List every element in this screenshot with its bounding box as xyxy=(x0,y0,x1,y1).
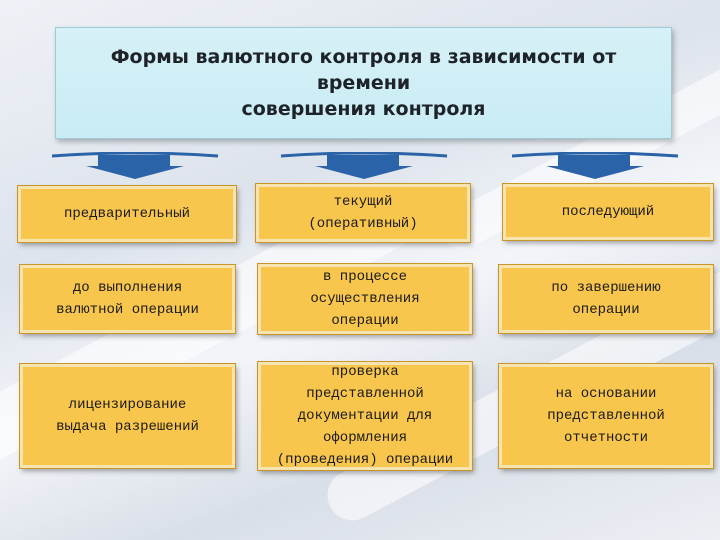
down-arrow-icon xyxy=(51,152,219,179)
down-arrow-icon xyxy=(280,152,448,179)
method-preliminary-box: лицензирование выдача разрешений xyxy=(19,363,236,469)
type-preliminary-label: предварительный xyxy=(63,206,191,222)
timing-preliminary-box: до выполнения валютной операции xyxy=(19,264,236,334)
timing-subsequent-box: по завершению операции xyxy=(498,264,714,334)
method-subsequent-box: на основании представленной отчетности xyxy=(498,363,714,469)
title-line-3: совершения контроля xyxy=(241,98,486,120)
type-current-label: текущий (оперативный) xyxy=(308,194,418,232)
method-preliminary-label: лицензирование выдача разрешений xyxy=(56,397,199,435)
title-line-1: Формы валютного контроля в зависимости о… xyxy=(110,46,617,68)
down-arrow-icon xyxy=(511,152,679,179)
type-current-box: текущий (оперативный) xyxy=(255,183,471,243)
title-line-2: времени xyxy=(316,72,411,94)
timing-current-box: в процессе осуществления операции xyxy=(257,263,473,335)
type-subsequent-label: последующий xyxy=(561,204,655,220)
method-current-box: проверка представленной документации для… xyxy=(257,361,473,471)
type-subsequent-box: последующий xyxy=(502,183,714,241)
timing-current-label: в процессе осуществления операции xyxy=(310,269,420,329)
method-subsequent-label: на основании представленной отчетности xyxy=(547,386,665,446)
timing-subsequent-label: по завершению операции xyxy=(551,280,661,318)
timing-preliminary-label: до выполнения валютной операции xyxy=(56,280,199,318)
type-preliminary-box: предварительный xyxy=(17,185,237,243)
method-current-label: проверка представленной документации для… xyxy=(276,364,454,468)
diagram-title: Формы валютного контроля в зависимости о… xyxy=(55,27,672,139)
